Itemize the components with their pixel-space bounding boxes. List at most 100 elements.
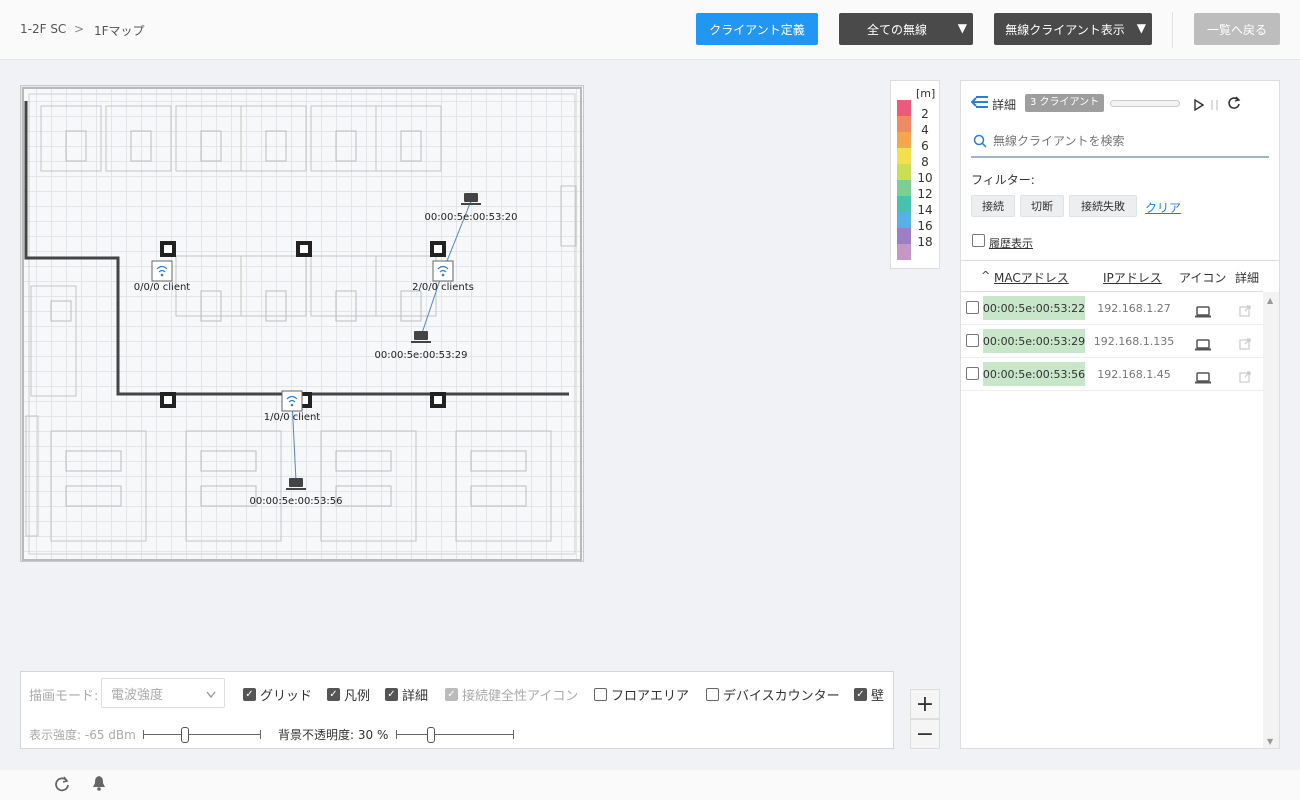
search-icon — [973, 133, 987, 152]
draw-mode-label: 描画モード: — [29, 689, 99, 704]
refresh-icon[interactable] — [54, 776, 70, 796]
column-detail: 詳細 — [1235, 271, 1260, 285]
laptop-icon — [1195, 369, 1211, 388]
toggle-5[interactable]: デバイスカウンター — [706, 685, 840, 704]
toggle-0[interactable]: ✓ グリッド — [243, 685, 312, 704]
playback-progress[interactable] — [1110, 100, 1180, 107]
checkbox-label: 壁 — [871, 689, 885, 704]
filter-connected[interactable]: 接続 — [971, 195, 1015, 217]
access-point-icon — [281, 390, 303, 412]
checkbox[interactable]: ✓ — [445, 688, 458, 701]
toggle-3[interactable]: ✓接続健全性アイコン — [445, 685, 578, 704]
chevron-down-icon: ▼ — [957, 21, 967, 35]
filter-label: フィルター: — [971, 173, 1035, 187]
legend-swatch — [897, 164, 911, 180]
client-panel: 詳細 3 クライアント フィルター: 接続 切断 接続失敗 クリア 履歴表示 ^… — [960, 80, 1280, 749]
row-checkbox[interactable] — [966, 367, 979, 380]
floor-map[interactable]: 0/0/0 client 2/0/0 clients 1/0/0 client … — [20, 85, 584, 562]
checkbox[interactable]: ✓ — [243, 688, 256, 701]
checkbox[interactable] — [706, 688, 719, 701]
checkbox-label: フロアエリア — [611, 689, 690, 704]
row-mac: 00:00:5e:00:53:29 — [983, 329, 1085, 353]
row-ip: 192.168.1.45 — [1097, 368, 1171, 381]
legend-swatch — [897, 116, 911, 132]
toggle-2[interactable]: ✓詳細 — [385, 685, 428, 704]
legend-value: 16 — [917, 219, 933, 233]
history-checkbox[interactable] — [972, 234, 985, 247]
chevron-down-icon — [206, 688, 216, 703]
toggle-4[interactable]: フロアエリア — [594, 685, 689, 704]
external-link-icon[interactable] — [1239, 368, 1251, 387]
reload-icon[interactable] — [1227, 95, 1241, 114]
ap-label[interactable]: 2/0/0 clients — [412, 282, 474, 293]
checkbox[interactable]: ✓ — [327, 688, 340, 701]
laptop-icon — [286, 478, 306, 490]
breadcrumb-site[interactable]: 1-2F SC — [20, 22, 67, 36]
legend-value: 12 — [917, 187, 933, 201]
checkbox[interactable]: ✓ — [385, 688, 398, 701]
history-label[interactable]: 履歴表示 — [989, 237, 1033, 250]
checkbox-label: グリッド — [260, 689, 313, 704]
client-definition-button[interactable]: クライアント定義 — [696, 13, 818, 45]
column-ip[interactable]: IPアドレス — [1103, 271, 1162, 285]
row-checkbox[interactable] — [966, 301, 979, 314]
legend-swatch — [897, 148, 911, 164]
radio-filter-dropdown[interactable]: 全ての無線 ▼ — [839, 13, 973, 45]
client-label[interactable]: 00:00:5e:00:53:20 — [424, 212, 518, 223]
bell-icon[interactable] — [92, 775, 106, 795]
client-label[interactable]: 00:00:5e:00:53:29 — [374, 350, 468, 361]
search-underline — [971, 156, 1269, 158]
header-divider — [1172, 12, 1173, 48]
detail-toggle[interactable]: 詳細 — [992, 98, 1017, 112]
checkbox[interactable] — [594, 688, 607, 701]
ap-label[interactable]: 0/0/0 client — [133, 282, 191, 293]
checkbox[interactable]: ✓ — [854, 688, 867, 701]
access-point-icon — [432, 260, 454, 282]
legend-swatch — [897, 180, 911, 196]
checkbox-label: デバイスカウンター — [723, 689, 840, 704]
play-icon[interactable] — [1194, 96, 1205, 115]
back-to-list-button[interactable]: 一覧へ戻る — [1194, 13, 1280, 45]
external-link-icon[interactable] — [1239, 335, 1251, 354]
ap-label[interactable]: 1/0/0 client — [263, 412, 321, 423]
legend-value: 2 — [921, 107, 929, 121]
legend-value: 10 — [917, 171, 933, 185]
row-mac: 00:00:5e:00:53:22 — [983, 296, 1085, 320]
pause-icon[interactable] — [1210, 96, 1220, 115]
table-scrollbar[interactable]: ▲ ▼ — [1263, 292, 1279, 748]
client-label[interactable]: 00:00:5e:00:53:56 — [249, 496, 343, 507]
zoom-out-button[interactable]: − — [910, 719, 940, 749]
column-mac[interactable]: MACアドレス — [994, 271, 1069, 285]
zoom-in-button[interactable]: + — [910, 689, 940, 719]
table-divider — [961, 260, 1279, 261]
legend-swatch — [897, 228, 911, 244]
legend-value: 18 — [917, 235, 933, 249]
table-row[interactable]: 00:00:5e:00:53:29 192.168.1.135 — [961, 325, 1263, 358]
collapse-icon[interactable] — [970, 95, 989, 113]
draw-mode-value: 電波強度 — [111, 687, 164, 703]
map-controls: 描画モード: 電波強度 ✓ グリッド ✓凡例 ✓詳細 ✓接続健全性アイコン フロアエリア デ… — [20, 671, 894, 749]
legend-value: 14 — [917, 203, 933, 217]
draw-mode-select[interactable]: 電波強度 — [101, 678, 225, 708]
filter-failed[interactable]: 接続失敗 — [1069, 195, 1137, 217]
toggle-6[interactable]: ✓壁 — [854, 685, 884, 704]
legend-swatch — [897, 132, 911, 148]
filter-clear-link[interactable]: クリア — [1145, 201, 1182, 215]
laptop-icon — [411, 331, 431, 343]
toggle-1[interactable]: ✓凡例 — [327, 685, 370, 704]
legend-swatch — [897, 244, 911, 260]
client-display-dropdown[interactable]: 無線クライアント表示 ▼ — [994, 13, 1152, 45]
filter-disconnected[interactable]: 切断 — [1020, 195, 1064, 217]
strength-slider[interactable] — [143, 727, 261, 743]
laptop-icon — [461, 193, 481, 205]
external-link-icon[interactable] — [1239, 302, 1251, 321]
legend-value: 8 — [921, 155, 929, 169]
row-checkbox[interactable] — [966, 334, 979, 347]
opacity-slider[interactable] — [396, 727, 514, 743]
legend-value: 6 — [921, 139, 929, 153]
search-input[interactable] — [993, 129, 1269, 153]
row-ip: 192.168.1.135 — [1093, 335, 1175, 348]
